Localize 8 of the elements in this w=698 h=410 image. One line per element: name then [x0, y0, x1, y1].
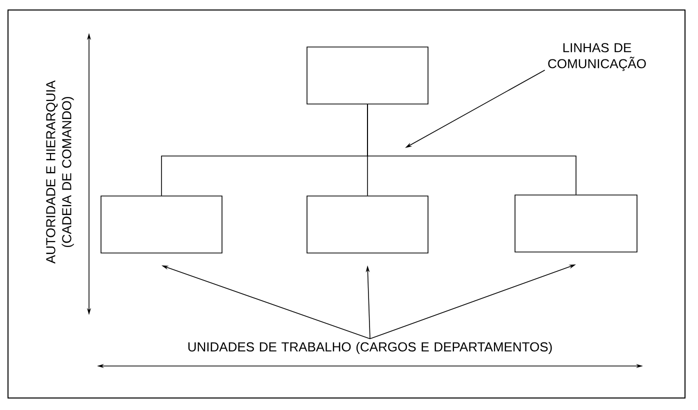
annotation-text: LINHAS DE COMUNICAÇÃO [548, 43, 646, 71]
org-box [306, 196, 428, 254]
connector-line [367, 104, 576, 195]
org-box [306, 46, 428, 104]
org-box [100, 196, 222, 254]
org-box [514, 194, 638, 252]
axis-label: AUTORIDADE E HIERARQUIA (CADEIA DE COMANDO) [46, 80, 74, 264]
caption-text: UNIDADES DE TRABALHO (CARGOS E DEPARTAMENTOS) [188, 342, 552, 354]
